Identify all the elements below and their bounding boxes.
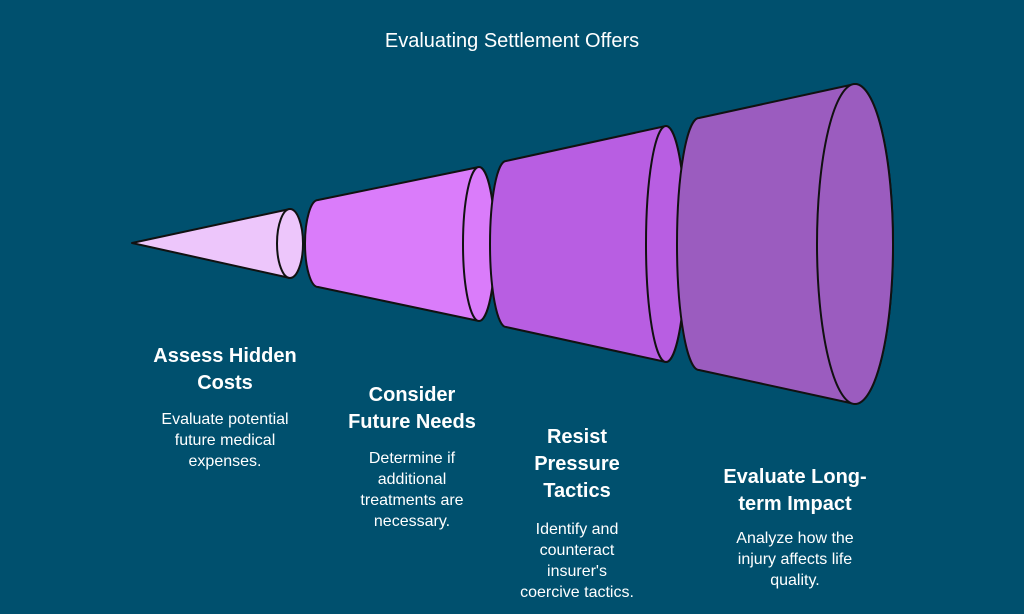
- stage-heading-line: Evaluate Long-: [723, 466, 867, 488]
- stage-description: Identify and counteract insurer's coerci…: [517, 519, 637, 603]
- stage-description-line: injury affects life: [737, 551, 853, 568]
- stage-heading-line: term Impact: [738, 493, 852, 515]
- stage-assess-hidden-costs: Assess Hidden Costs Evaluate potential f…: [140, 343, 310, 472]
- stage-description-line: Identify and: [535, 521, 619, 538]
- segment-resist-pressure-tactics: [489, 125, 687, 363]
- stage-description-line: necessary.: [373, 513, 451, 530]
- segment-evaluate-long-term-impact: [676, 83, 894, 405]
- stage-description-line: Evaluate potential: [161, 411, 289, 428]
- diagram-title: Evaluating Settlement Offers: [384, 30, 640, 52]
- stage-description: Determine if additional treatments are n…: [332, 448, 492, 532]
- stage-description-line: coercive tactics.: [520, 584, 634, 601]
- stage-description-line: Analyze how the: [736, 530, 854, 547]
- stage-description-line: quality.: [770, 572, 820, 589]
- stage-evaluate-long-term-impact: Evaluate Long- term Impact Analyze how t…: [705, 464, 885, 591]
- stage-heading: Assess Hidden Costs: [140, 343, 310, 397]
- segment-consider-future-needs: [304, 166, 496, 322]
- stage-heading-line: Tactics: [543, 480, 611, 502]
- stage-resist-pressure-tactics: Resist Pressure Tactics Identify and cou…: [517, 424, 637, 603]
- stage-heading-line: Future Needs: [348, 411, 476, 433]
- stage-heading-line: Assess Hidden: [153, 345, 297, 367]
- stage-heading-line: Costs: [197, 372, 253, 394]
- stage-description-line: expenses.: [188, 453, 262, 470]
- stage-consider-future-needs: Consider Future Needs Determine if addit…: [332, 382, 492, 532]
- segment-1-cap: [276, 208, 304, 279]
- stage-heading-line: Pressure: [534, 453, 620, 475]
- stage-description-line: counteract insurer's: [539, 542, 615, 580]
- stage-heading-line: Resist: [546, 426, 608, 448]
- stage-description-line: additional: [377, 471, 447, 488]
- stage-description: Evaluate potential future medical expens…: [140, 409, 310, 472]
- stage-heading: Evaluate Long- term Impact: [705, 464, 885, 518]
- segment-4-cap: [816, 83, 894, 405]
- stage-description-line: Determine if: [368, 450, 456, 467]
- stage-heading-line: Consider: [368, 384, 456, 406]
- stage-description: Analyze how the injury affects life qual…: [705, 528, 885, 591]
- segment-assess-hidden-costs: [131, 208, 304, 279]
- stage-heading: Resist Pressure Tactics: [517, 424, 637, 505]
- stage-description-line: future medical: [174, 432, 276, 449]
- stage-description-line: treatments are: [360, 492, 464, 509]
- segment-1-body: [131, 208, 291, 279]
- stage-heading: Consider Future Needs: [332, 382, 492, 436]
